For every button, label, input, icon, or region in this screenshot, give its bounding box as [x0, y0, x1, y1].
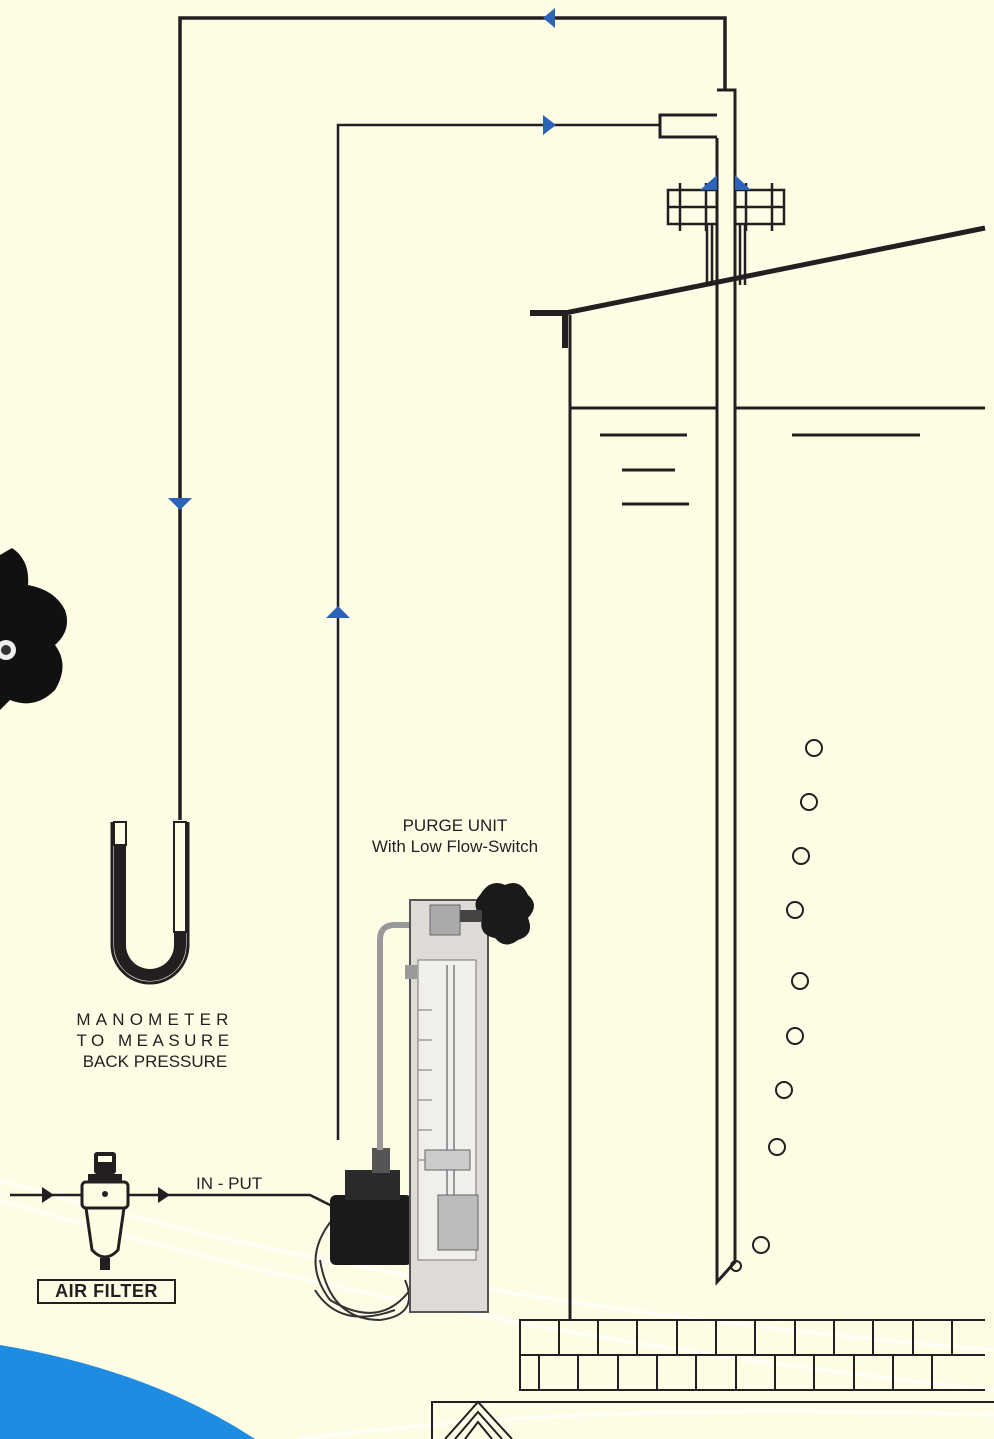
flow-arrow-right — [543, 115, 556, 135]
air-filter-label: AIR FILTER — [37, 1279, 176, 1304]
purge-unit-subtitle: With Low Flow-Switch — [371, 837, 539, 856]
air-filter-device — [80, 1152, 130, 1270]
foundation — [431, 1319, 994, 1439]
flow-arrow-down — [168, 498, 192, 510]
flow-arrow-top — [543, 8, 555, 28]
manometer-label: MANOMETER TO MEASURE BACK PRESSURE — [60, 1009, 250, 1072]
tank — [530, 225, 986, 1320]
bubbles — [730, 739, 823, 1272]
purge-unit-device — [314, 882, 534, 1322]
manometer-line — [178, 16, 727, 820]
purge-unit-title: PURGE UNIT — [402, 816, 508, 835]
input-label: IN - PUT — [196, 1174, 263, 1193]
purge-unit-label: PURGE UNIT With Low Flow-Switch — [350, 815, 560, 857]
knob-decoration — [0, 548, 68, 710]
flange-arrow-left — [700, 175, 717, 190]
manometer — [110, 821, 190, 985]
purge-line — [336, 123, 660, 1140]
input-arrow-1 — [42, 1187, 54, 1203]
manometer-label-line-1: MANOMETER — [76, 1010, 234, 1029]
dip-tube — [658, 88, 737, 1286]
background-decoration — [0, 1178, 994, 1439]
flow-arrow-up — [326, 606, 350, 618]
manometer-label-line-2: TO MEASURE — [76, 1031, 234, 1050]
input-arrow-2 — [158, 1187, 170, 1203]
flange-arrow-right — [735, 175, 751, 190]
flange — [666, 183, 786, 285]
manometer-label-line-3: BACK PRESSURE — [82, 1052, 228, 1071]
liquid-level-marks — [600, 433, 920, 506]
